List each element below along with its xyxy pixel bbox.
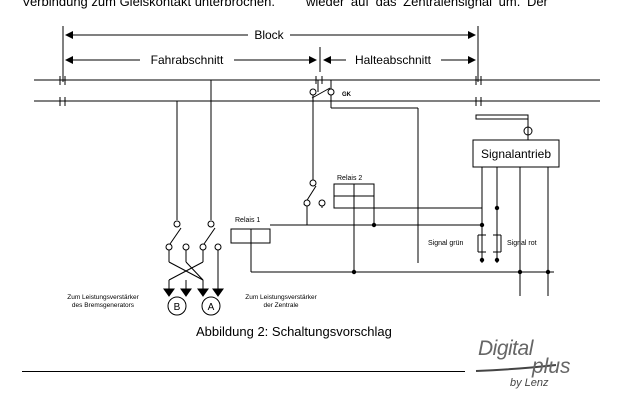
logo-swoosh-icon bbox=[475, 364, 557, 372]
digital-plus-logo: Digital plus by Lenz bbox=[470, 337, 580, 395]
bottom-rule bbox=[22, 371, 465, 372]
relais1-switches bbox=[168, 227, 219, 281]
contact-points bbox=[165, 88, 335, 251]
logo-by-lenz: by Lenz bbox=[510, 377, 549, 389]
terminal-b-label: B bbox=[174, 302, 181, 313]
zentrale-label-line2: der Zentrale bbox=[263, 302, 298, 309]
junction-dots bbox=[351, 205, 551, 275]
signalantrieb-label: Signalantrieb bbox=[481, 147, 551, 161]
relais-1 bbox=[230, 224, 554, 273]
fahrabschnitt-dimension bbox=[65, 47, 321, 72]
relais2-label: Relais 2 bbox=[337, 175, 362, 182]
relais2-switch bbox=[303, 175, 484, 226]
terminal-a-label: A bbox=[208, 302, 215, 313]
signal-gruen-label: Signal grün bbox=[428, 240, 464, 247]
signal-rot-label: Signal rot bbox=[507, 240, 537, 247]
figure-caption: Abbildung 2: Schaltungsvorschlag bbox=[196, 324, 392, 339]
brems-label-line1: Zum Leistungsverstärker bbox=[67, 294, 139, 301]
block-label: Block bbox=[254, 28, 284, 42]
logo-digital: Digital bbox=[478, 337, 533, 360]
terminal-a bbox=[201, 296, 221, 316]
relais-2 bbox=[333, 183, 482, 272]
halteabschnitt-label: Halteabschnitt bbox=[355, 53, 432, 67]
gleiskontakt bbox=[311, 80, 419, 263]
terminal-b bbox=[167, 296, 187, 316]
signalantrieb-wires bbox=[481, 167, 549, 296]
semaphore-signal bbox=[475, 114, 533, 140]
logo-plus: plus bbox=[532, 355, 571, 378]
brems-label-line2: des Bremsgenerators bbox=[72, 302, 135, 309]
signalantrieb-box bbox=[472, 139, 560, 168]
signal-rot-switch bbox=[493, 225, 502, 253]
paragraph-fragment-right: wieder auf das Zentralensignal um. Der bbox=[306, 0, 548, 9]
fahrabschnitt-label: Fahrabschnitt bbox=[151, 53, 224, 67]
track-feeds bbox=[176, 80, 212, 220]
output-arrows bbox=[163, 280, 224, 297]
gk-label: GK bbox=[342, 92, 352, 98]
track-rails bbox=[34, 76, 600, 106]
block-dimension bbox=[62, 26, 479, 82]
paragraph-fragment-left: Verbindung zum Gleiskontakt unterbrochen… bbox=[22, 0, 275, 9]
relais1-label: Relais 1 bbox=[235, 217, 260, 224]
zentrale-label-line1: Zum Leistungsverstärker bbox=[245, 294, 317, 301]
